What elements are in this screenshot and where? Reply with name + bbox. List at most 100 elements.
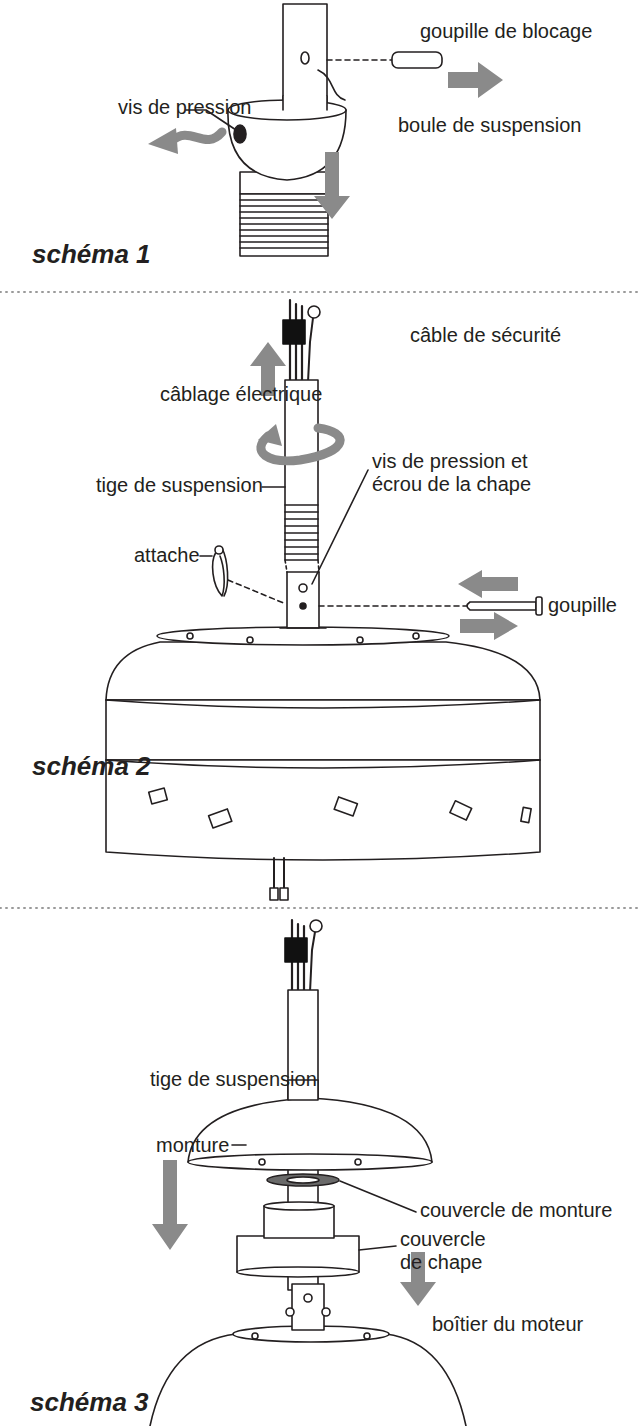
clevis xyxy=(322,1308,330,1316)
part-label: câble de sécurité xyxy=(410,324,561,347)
clevis xyxy=(280,572,326,628)
motor-housing xyxy=(149,788,168,804)
figure-title: schéma 3 xyxy=(30,1388,149,1418)
downrod-part xyxy=(285,560,287,572)
hairpin-clip xyxy=(228,580,286,604)
downrod-part xyxy=(283,4,327,114)
motion-arrow xyxy=(152,1160,436,1306)
motion-arrow xyxy=(314,152,350,219)
part-label: attache xyxy=(134,544,200,567)
hairpin-clip xyxy=(213,548,228,596)
motor-housing xyxy=(157,627,449,645)
clevis-pin xyxy=(319,605,468,607)
part-label: goupille de blocage xyxy=(420,20,592,43)
separator xyxy=(0,907,642,909)
clevis xyxy=(280,627,326,629)
clevis-cover xyxy=(264,1202,334,1210)
motor-housing xyxy=(357,637,363,643)
wiring xyxy=(283,320,305,344)
part-label: goupille xyxy=(548,594,617,617)
motor-housing xyxy=(450,801,472,820)
motor-housing xyxy=(280,888,288,900)
motor-housing xyxy=(187,633,193,639)
hanger-ball xyxy=(283,96,327,110)
motor-housing xyxy=(106,627,540,900)
motor-housing xyxy=(364,1333,370,1339)
rotation-arrow xyxy=(258,424,340,461)
figure-title: schéma 1 xyxy=(32,240,151,270)
motor-housing xyxy=(150,1334,466,1426)
motion-arrow xyxy=(448,62,503,98)
clevis xyxy=(292,1284,324,1330)
clevis-cover xyxy=(237,1267,359,1277)
leader-line xyxy=(327,59,392,61)
motor-housing xyxy=(150,1326,466,1426)
illustration xyxy=(0,4,642,1426)
downrod-part xyxy=(285,380,319,572)
leader-line xyxy=(262,486,285,488)
wiring xyxy=(285,938,307,962)
locking-pin xyxy=(392,52,442,68)
clevis xyxy=(286,1284,330,1330)
part-label: tige de suspension xyxy=(96,474,263,497)
part-label: couvercle de chape xyxy=(400,1228,510,1274)
motor-housing xyxy=(106,760,540,860)
separator xyxy=(0,292,642,908)
motor-housing xyxy=(106,700,540,760)
motor-housing xyxy=(274,858,284,890)
wiring xyxy=(285,920,322,992)
wiring xyxy=(308,306,320,318)
downrod-part xyxy=(285,380,318,560)
motor-housing xyxy=(106,642,540,700)
motor-housing xyxy=(209,809,232,828)
motor-housing xyxy=(252,1333,258,1339)
motor-housing xyxy=(413,633,419,639)
motor-housing xyxy=(247,637,253,643)
canopy xyxy=(259,1159,265,1165)
downrod-part xyxy=(285,505,318,554)
clevis xyxy=(299,584,307,592)
hairpin-clip xyxy=(215,546,223,554)
clevis-pin xyxy=(536,597,542,615)
clevis xyxy=(286,1308,294,1316)
part-label: vis de pression et écrou de la chape xyxy=(372,450,548,496)
canopy-cover xyxy=(267,1174,339,1186)
clevis xyxy=(300,603,306,609)
wiring xyxy=(308,318,313,382)
part-label: vis de pression xyxy=(118,96,251,119)
canopy xyxy=(355,1159,361,1165)
clevis-pin xyxy=(467,602,536,610)
downrod-part xyxy=(283,4,345,114)
locking-pin xyxy=(392,52,442,68)
motion-arrow xyxy=(148,62,503,219)
motor-housing xyxy=(270,888,278,900)
clevis-cover xyxy=(237,1202,359,1277)
wiring xyxy=(310,932,315,992)
canopy xyxy=(188,1154,432,1170)
part-label: boîtier du moteur xyxy=(432,1313,583,1336)
leader-line xyxy=(200,555,212,557)
motor-housing xyxy=(106,700,540,768)
figure-title: schéma 2 xyxy=(32,752,151,782)
motor-housing xyxy=(334,797,357,816)
leader-line xyxy=(312,470,368,584)
leader-line xyxy=(232,1144,246,1146)
canopy-cover xyxy=(287,1177,319,1183)
part-label: couvercle de monture xyxy=(420,1199,612,1222)
canopy-cover xyxy=(267,1174,339,1186)
wiring xyxy=(310,920,322,932)
motion-arrow xyxy=(152,1160,188,1250)
clevis-pin xyxy=(319,597,542,615)
hanger-ball xyxy=(234,125,246,143)
separator xyxy=(0,291,642,293)
motion-arrow xyxy=(148,128,178,154)
leader-line xyxy=(186,60,392,130)
leader-line xyxy=(232,1145,416,1250)
downrod-part xyxy=(301,52,309,64)
canopy xyxy=(188,1080,432,1170)
hanger-ball xyxy=(283,96,327,110)
hanger-ball xyxy=(240,194,328,256)
part-label: tige de suspension xyxy=(150,1068,317,1091)
leader-line xyxy=(340,1181,416,1212)
